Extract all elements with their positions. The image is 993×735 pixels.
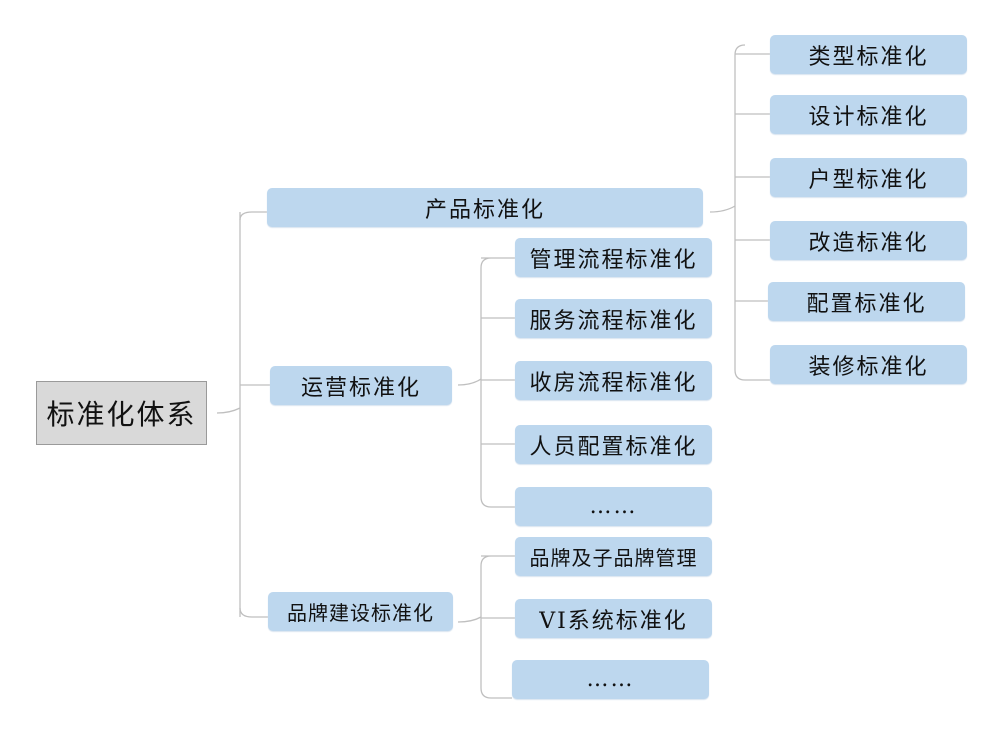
connector-product: [239, 211, 267, 221]
product-child: 类型标准化: [770, 35, 967, 74]
branch-product: 产品标准化: [267, 188, 703, 227]
branch-brand: 品牌建设标准化: [268, 592, 453, 631]
brand-child: VI系统标准化: [515, 599, 712, 638]
product-child: 配置标准化: [768, 282, 965, 321]
operations-child: 管理流程标准化: [515, 238, 712, 277]
bracket-operations: [457, 257, 515, 508]
product-child: 户型标准化: [770, 158, 967, 197]
product-child: 设计标准化: [770, 95, 967, 134]
operations-child: 收房流程标准化: [515, 361, 712, 400]
product-child: 装修标准化: [770, 345, 967, 384]
operations-child: 服务流程标准化: [515, 299, 712, 338]
bracket-product: [709, 44, 770, 381]
root-node: 标准化体系: [36, 381, 207, 445]
connector-root: [216, 212, 241, 617]
operations-child-ellipsis: ……: [515, 487, 712, 526]
branch-operations: 运营标准化: [270, 366, 452, 405]
brand-child-ellipsis: ……: [512, 660, 709, 699]
brand-child: 品牌及子品牌管理: [515, 537, 712, 576]
bracket-brand: [457, 555, 515, 699]
operations-child: 人员配置标准化: [515, 425, 712, 464]
product-child: 改造标准化: [770, 221, 967, 260]
connector-brand: [239, 607, 268, 618]
